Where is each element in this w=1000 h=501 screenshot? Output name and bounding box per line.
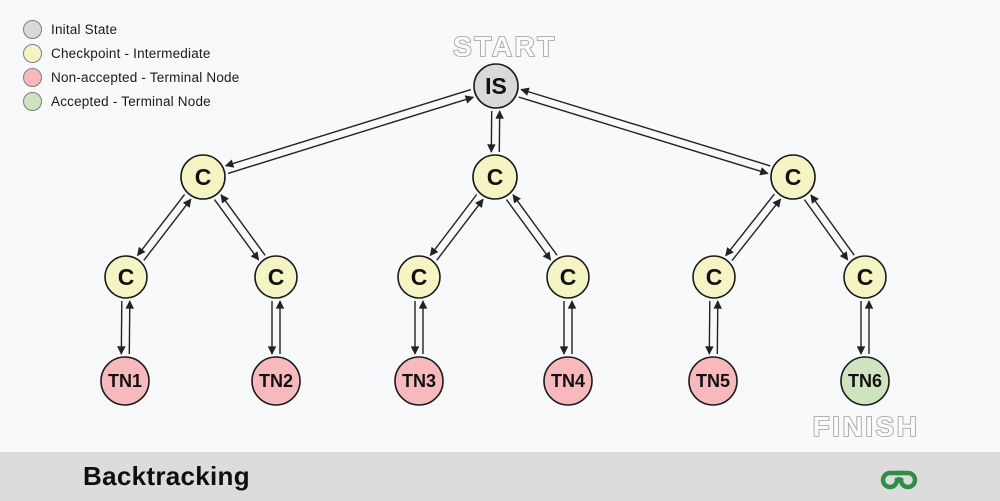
- edge-IS-to-C3: [518, 96, 769, 176]
- node-circle-C2: [472, 154, 518, 200]
- node-label-TN5: TN5: [696, 371, 730, 391]
- edge-C4-to-C1: [143, 198, 192, 261]
- legend: Inital State Checkpoint - Intermediate N…: [23, 17, 239, 113]
- geeksforgeeks-logo: [880, 470, 918, 489]
- node-circle-C6: [397, 255, 441, 299]
- node-label-C5: C: [268, 264, 285, 290]
- node-TN1: TN1: [100, 356, 150, 406]
- edge-C5-to-C1: [220, 194, 266, 256]
- node-circle-C9: [843, 255, 887, 299]
- edge-C8-to-TN5: [705, 300, 714, 355]
- nodes-layer: IS C C C C C C C C C TN1 TN2 TN3 TN4 TN5 TN6: [100, 63, 890, 406]
- node-label-TN1: TN1: [108, 371, 142, 391]
- legend-item-accepted: Accepted - Terminal Node: [23, 89, 239, 113]
- node-circle-C3: [770, 154, 816, 200]
- node-label-TN6: TN6: [848, 371, 882, 391]
- node-C9: C: [843, 255, 887, 299]
- legend-item-label: Accepted - Terminal Node: [51, 93, 211, 109]
- edge-C9-to-C3: [810, 194, 855, 256]
- edge-IS-to-C1: [224, 88, 472, 168]
- node-IS: IS: [473, 63, 519, 109]
- edge-C8-to-C3: [731, 198, 782, 262]
- node-label-C2: C: [487, 164, 504, 190]
- edge-C2-to-C6: [429, 194, 478, 257]
- edge-C1-to-C5: [213, 199, 260, 261]
- node-circle-C1: [180, 154, 226, 200]
- checkpoint-swatch: [23, 43, 42, 63]
- node-label-TN3: TN3: [402, 371, 436, 391]
- node-circle-C7: [546, 255, 590, 299]
- accepted-swatch: [23, 91, 42, 111]
- node-label-C4: C: [118, 264, 135, 290]
- node-C2: C: [472, 154, 518, 200]
- node-C5: C: [254, 255, 298, 299]
- edge-C4-to-TN1: [117, 300, 126, 355]
- diagram-title: Backtracking: [83, 461, 250, 491]
- edge-C1-to-IS: [227, 95, 475, 175]
- node-label-C8: C: [706, 264, 723, 290]
- node-label-C6: C: [411, 264, 428, 290]
- footer-bar: Backtracking: [0, 452, 1000, 501]
- node-circle-TN5: [688, 356, 738, 406]
- node-TN3: TN3: [394, 356, 444, 406]
- node-C6: C: [397, 255, 441, 299]
- non-accepted-swatch: [23, 67, 42, 87]
- node-TN5: TN5: [688, 356, 738, 406]
- start-label: START: [453, 31, 557, 62]
- node-C1: C: [180, 154, 226, 200]
- node-label-TN2: TN2: [259, 371, 293, 391]
- node-label-C1: C: [195, 164, 212, 190]
- node-C7: C: [546, 255, 590, 299]
- node-circle-TN3: [394, 356, 444, 406]
- node-TN4: TN4: [543, 356, 593, 406]
- initial-state-swatch: [23, 19, 42, 39]
- node-label-C3: C: [785, 164, 802, 190]
- edge-TN5-to-C8: [713, 300, 722, 355]
- legend-item-initial-state: Inital State: [23, 17, 239, 41]
- backtracking-tree-diagram: IS C C C C C C C C C TN1 TN2 TN3 TN4 TN5 TN6 START FINI…: [100, 30, 920, 443]
- edge-C1-to-C4: [136, 193, 186, 257]
- node-circle-TN2: [251, 356, 301, 406]
- edge-C3-to-C9: [803, 199, 849, 261]
- node-circle-C4: [104, 255, 148, 299]
- node-TN2: TN2: [251, 356, 301, 406]
- node-label-IS: IS: [485, 73, 507, 99]
- legend-item-non-accepted: Non-accepted - Terminal Node: [23, 65, 239, 89]
- node-C8: C: [692, 255, 736, 299]
- legend-item-label: Inital State: [51, 21, 118, 37]
- node-circle-C8: [692, 255, 736, 299]
- node-circle-TN6: [840, 356, 890, 406]
- node-label-TN4: TN4: [551, 371, 585, 391]
- node-circle-IS: [473, 63, 519, 109]
- node-circle-TN4: [543, 356, 593, 406]
- node-C4: C: [104, 255, 148, 299]
- finish-label: FINISH: [813, 411, 920, 442]
- edge-C3-to-C8: [725, 193, 775, 257]
- edge-C7-to-C2: [512, 194, 558, 256]
- edge-C3-to-IS: [520, 87, 771, 167]
- edge-C6-to-C2: [436, 198, 484, 261]
- edges-layer: [117, 87, 874, 355]
- legend-item-label: Non-accepted - Terminal Node: [51, 69, 240, 85]
- legend-item-label: Checkpoint - Intermediate: [51, 45, 211, 61]
- node-C3: C: [770, 154, 816, 200]
- node-TN6: TN6: [840, 356, 890, 406]
- node-label-C9: C: [857, 264, 874, 290]
- node-label-C7: C: [560, 264, 577, 290]
- edge-TN1-to-C4: [125, 300, 134, 355]
- node-circle-C5: [254, 255, 298, 299]
- node-circle-TN1: [100, 356, 150, 406]
- edge-C2-to-C7: [505, 199, 552, 261]
- legend-item-checkpoint: Checkpoint - Intermediate: [23, 41, 239, 65]
